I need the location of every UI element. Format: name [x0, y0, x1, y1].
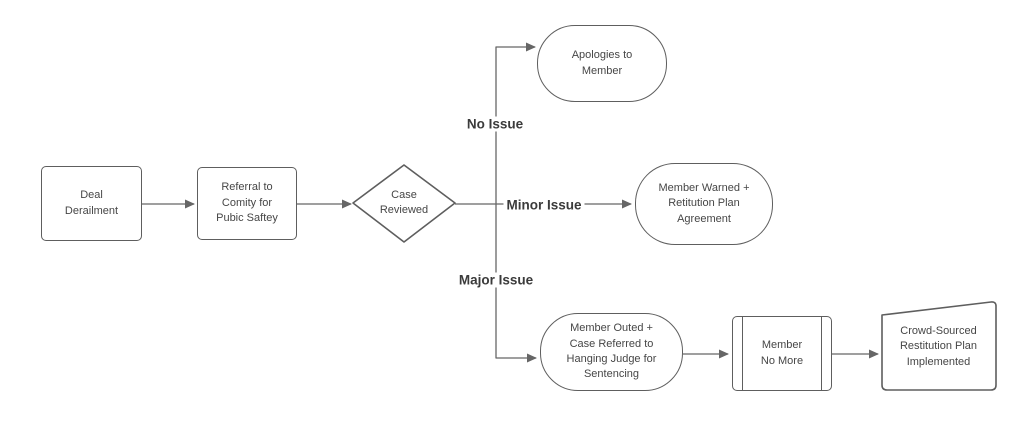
node-crowd-sourced-plan: Crowd-Sourced Restitution Plan Implement…	[882, 306, 995, 388]
decision-diamond-shape	[352, 164, 456, 243]
node-crowd-sourced-plan-label: Crowd-Sourced Restitution Plan Implement…	[899, 324, 978, 368]
node-member-outed-label: Member Outed + Case Referred to Hanging …	[566, 322, 657, 381]
node-apologies-to-member: Apologies to Member	[537, 25, 667, 102]
node-referral-comity: Referral to Comity for Pubic Saftey	[197, 167, 297, 240]
node-member-no-more: Member No More	[732, 316, 832, 391]
edge-label-no-issue: No Issue	[463, 116, 527, 132]
node-referral-comity-label: Referral to Comity for Pubic Saftey	[216, 181, 278, 225]
node-member-warned: Member Warned + Retitution Plan Agreemen…	[635, 163, 773, 245]
connector-case-to-apologies	[495, 42, 536, 204]
node-member-outed: Member Outed + Case Referred to Hanging …	[540, 313, 683, 391]
node-member-no-more-label: Member No More	[760, 339, 804, 367]
node-case-reviewed-label: Case Reviewed	[379, 188, 429, 216]
node-deal-derailment: Deal Derailment	[41, 166, 142, 241]
node-member-warned-label: Member Warned + Retitution Plan Agreemen…	[658, 181, 750, 225]
node-apologies-to-member-label: Apologies to Member	[571, 49, 633, 77]
node-deal-derailment-label: Deal Derailment	[64, 189, 119, 217]
node-case-reviewed: Case Reviewed	[355, 168, 453, 238]
manual-input-shape	[881, 301, 997, 391]
connector-case-to-outed	[495, 204, 537, 363]
edge-label-minor-issue: Minor Issue	[503, 197, 585, 213]
edge-label-major-issue: Major Issue	[455, 272, 537, 288]
